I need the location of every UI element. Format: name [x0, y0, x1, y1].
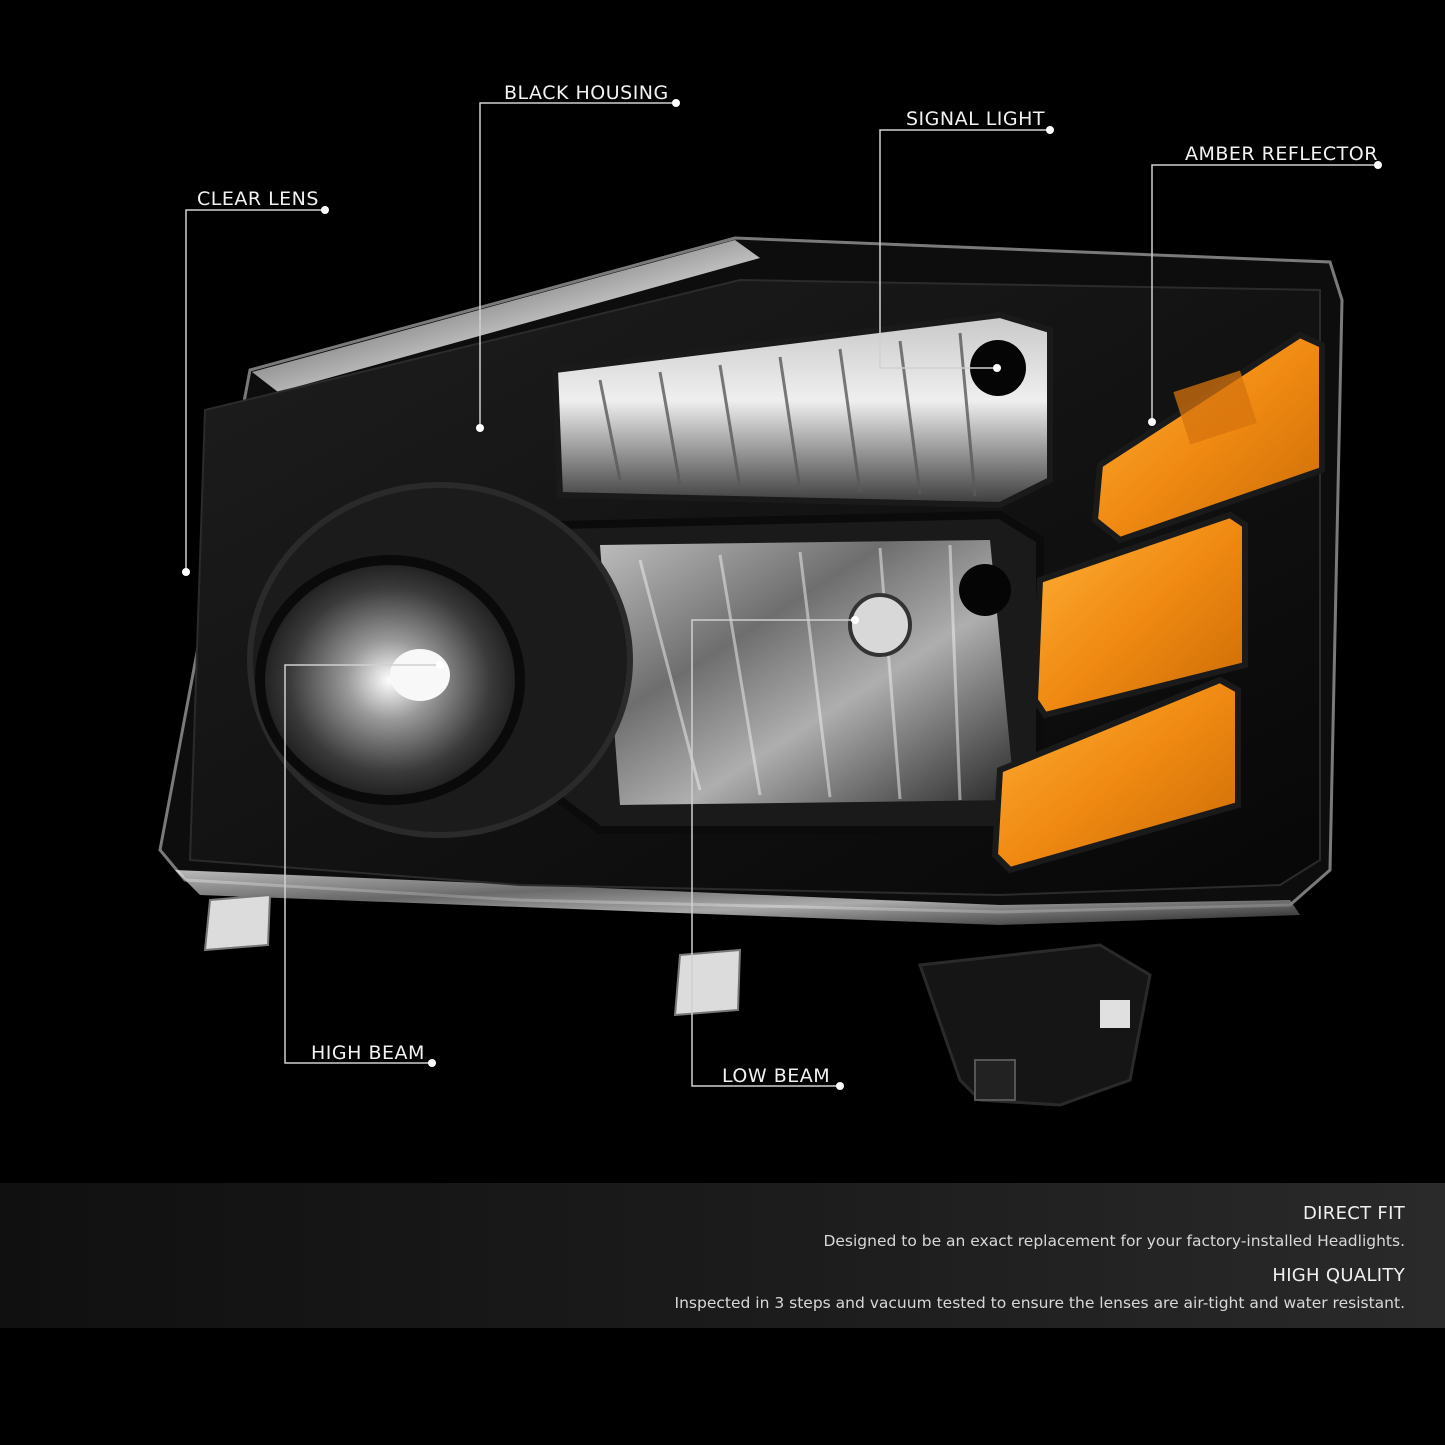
callout-line-low-beam — [691, 619, 855, 1087]
callout-label-amber-reflector: AMBER REFLECTOR — [1185, 143, 1378, 165]
feature-title: DIRECT FIT — [1303, 1203, 1405, 1224]
callout-line-clear-lens — [185, 209, 325, 572]
high-beam-bowl — [255, 555, 525, 805]
feature-text: Inspected in 3 steps and vacuum tested t… — [674, 1294, 1405, 1312]
feature-info-band: DIRECT FIT Designed to be an exact repla… — [0, 1183, 1445, 1328]
top-chrome-ridge — [252, 240, 760, 392]
feature-direct-fit: DIRECT FIT Designed to be an exact repla… — [823, 1203, 1405, 1250]
callout-label-signal-light: SIGNAL LIGHT — [906, 108, 1046, 130]
mount-tab-center — [673, 948, 742, 1017]
callout-leader-lines — [185, 102, 1378, 1087]
amber-reflector-middle — [1031, 511, 1248, 719]
signal-light-chamber — [551, 311, 1053, 509]
callout-line-amber-reflector — [1151, 164, 1378, 422]
amber-reflector-lower — [991, 676, 1241, 874]
callout-line-high-beam — [284, 664, 440, 1064]
feature-high-quality: HIGH QUALITY Inspected in 3 steps and va… — [675, 1265, 1405, 1312]
feature-text: Designed to be an exact replacement for … — [823, 1232, 1405, 1250]
callout-label-black-housing: BLACK HOUSING — [504, 82, 669, 104]
callout-label-low-beam: LOW BEAM — [722, 1065, 831, 1087]
callout-dots — [182, 99, 1382, 1090]
callout-line-black-housing — [479, 102, 676, 428]
mount-tab-left — [203, 893, 272, 952]
bottom-chrome-edge — [175, 870, 1300, 925]
low-beam-bulb — [848, 593, 912, 657]
callout-label-clear-lens: CLEAR LENS — [197, 188, 319, 210]
callout-line-signal-light — [879, 129, 1050, 369]
feature-title: HIGH QUALITY — [1272, 1265, 1405, 1286]
callout-label-high-beam: HIGH BEAM — [311, 1042, 425, 1064]
low-beam-socket — [959, 564, 1011, 616]
